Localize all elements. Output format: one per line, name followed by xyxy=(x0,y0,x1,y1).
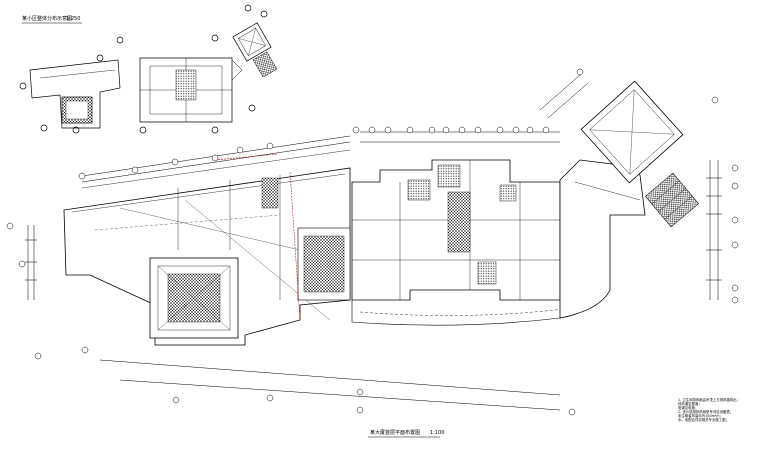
main-plan-title: 某大厦首层平面布置图 xyxy=(370,430,421,436)
note-line: 1. 卫生间排风扇由吊顶上方排风道排出； xyxy=(678,398,740,402)
note-line: 电源见电施； xyxy=(678,406,699,410)
note-line: 水、电配合详见相关专业施工图； xyxy=(678,418,729,422)
key-plan xyxy=(19,4,278,134)
title-underlines xyxy=(22,22,440,438)
note-line: 排风道至屋面； xyxy=(678,402,702,406)
key-plan-scale: 1:250 xyxy=(66,16,81,22)
main-plan-scale: 1:100 xyxy=(430,430,445,436)
note-line: 2. 设计选用排风扇型号详见设备表； xyxy=(678,410,734,414)
grid-axis-bubbles xyxy=(6,68,739,416)
design-notes: 1. 卫生间排风扇由吊顶上方排风道排出； 排风道至屋面； 电源见电施； 2. 设… xyxy=(678,398,740,422)
note-line: 未注明者风量均为100m³/h； xyxy=(678,414,723,418)
key-plan-title: 某小区整体分布示意图 xyxy=(22,16,73,22)
main-plan xyxy=(63,80,699,346)
